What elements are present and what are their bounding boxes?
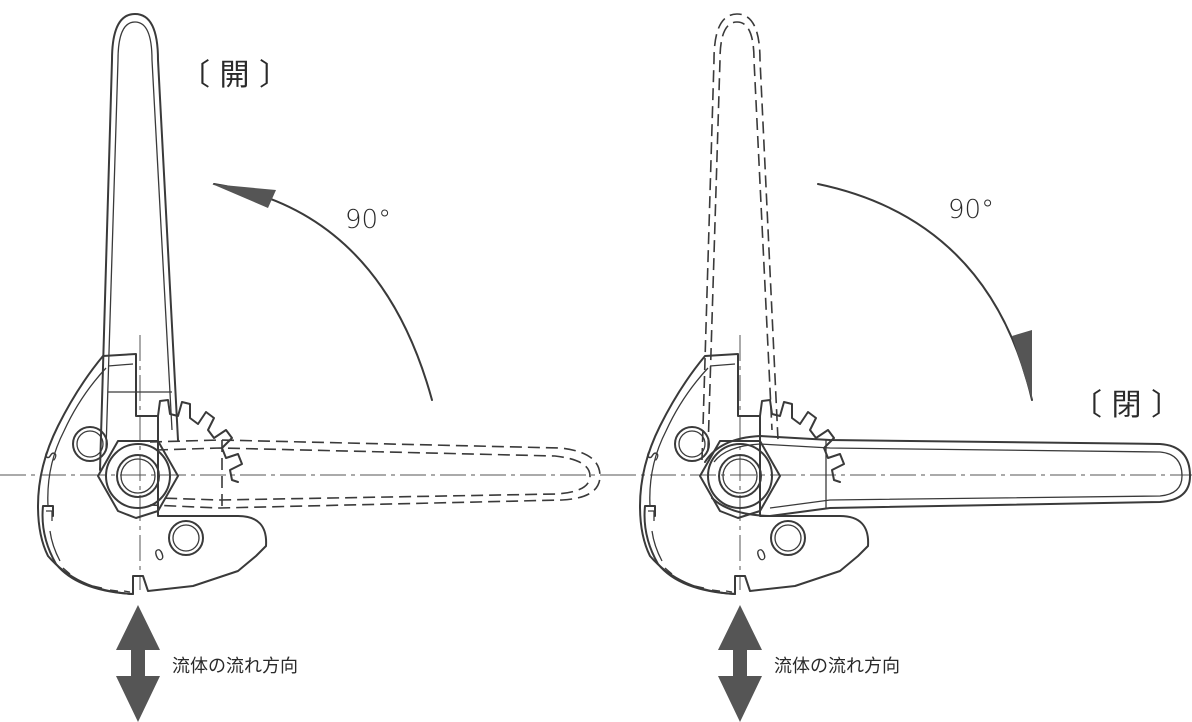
- flow-direction-label: 流体の流れ方向: [172, 656, 298, 677]
- flow-direction-label: 流体の流れ方向: [774, 656, 900, 677]
- mark-0: 0: [152, 545, 167, 565]
- rotation-arc: [213, 183, 433, 401]
- flow-direction-arrow-icon: [116, 605, 160, 722]
- handle-open: [99, 13, 179, 471]
- state-label-open: 〔 開 〕: [180, 58, 289, 93]
- flow-direction-arrow-icon: [718, 605, 762, 722]
- left-panel-open: S 0 〔 開 〕 90° 流体の流れ方向: [0, 13, 620, 722]
- rotation-arc: [817, 183, 1033, 401]
- phantom-handle-closed: [149, 439, 601, 509]
- rotation-arrowhead-icon: [212, 184, 276, 208]
- phantom-handle-open: [701, 13, 779, 461]
- state-label-closed: 〔 閉 〕: [1072, 388, 1181, 423]
- angle-label: 90°: [948, 195, 994, 225]
- right-panel-closed: S 0 〔 閉 〕 90° 流体の流れ方向: [610, 13, 1192, 722]
- rotation-arrowhead-icon: [1012, 330, 1032, 400]
- angle-label: 90°: [345, 205, 391, 235]
- mark-0: 0: [754, 545, 769, 565]
- handle-closed: [704, 435, 1191, 517]
